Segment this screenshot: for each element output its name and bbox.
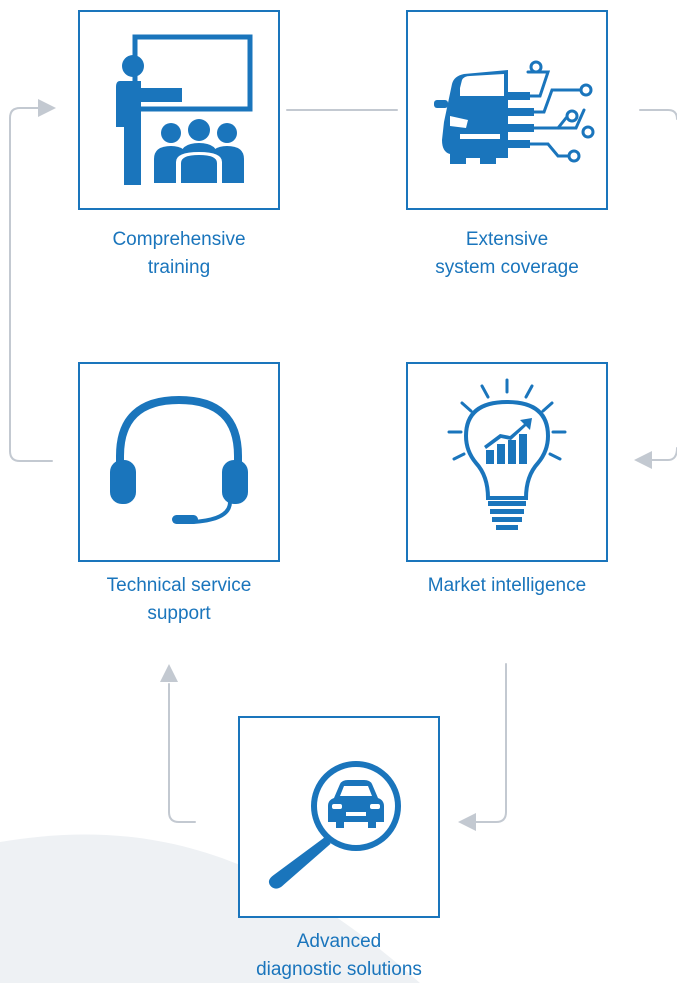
training-label-line-1: Comprehensive	[112, 229, 246, 250]
arrow-to-intelligence	[634, 451, 652, 469]
support-label-line-1: Technical service	[106, 575, 252, 596]
support-label: Technical service support	[78, 572, 280, 628]
support-label-line-2: support	[147, 603, 211, 624]
intelligence-label-line-1: Market intelligence	[427, 575, 587, 596]
training-label-line-2: training	[147, 257, 211, 278]
presentation-training-icon	[116, 34, 253, 185]
intelligence-card	[406, 362, 608, 562]
lightbulb-chart-icon	[447, 378, 567, 530]
diagnostics-card	[238, 716, 440, 918]
training-label: Comprehensive training	[78, 226, 280, 282]
training-card	[78, 10, 280, 210]
coverage-card	[406, 10, 608, 210]
magnifier-car-icon	[268, 761, 401, 889]
coverage-label-line-1: Extensive	[465, 229, 549, 250]
diagnostics-label: Advanced diagnostic solutions	[218, 928, 460, 984]
diagnostics-label-line-1: Advanced	[296, 931, 382, 952]
coverage-label-line-2: system coverage	[435, 257, 579, 278]
car-circuit-icon	[434, 60, 595, 164]
headset-icon	[110, 395, 248, 524]
support-card	[78, 362, 280, 562]
arrow-to-diagnostics	[458, 813, 476, 831]
arrow-to-training	[38, 99, 56, 117]
diagnostics-label-line-2: diagnostic solutions	[256, 959, 422, 980]
coverage-label: Extensive system coverage	[406, 226, 608, 282]
intelligence-label: Market intelligence	[396, 572, 618, 600]
arrow-to-support	[160, 664, 178, 682]
